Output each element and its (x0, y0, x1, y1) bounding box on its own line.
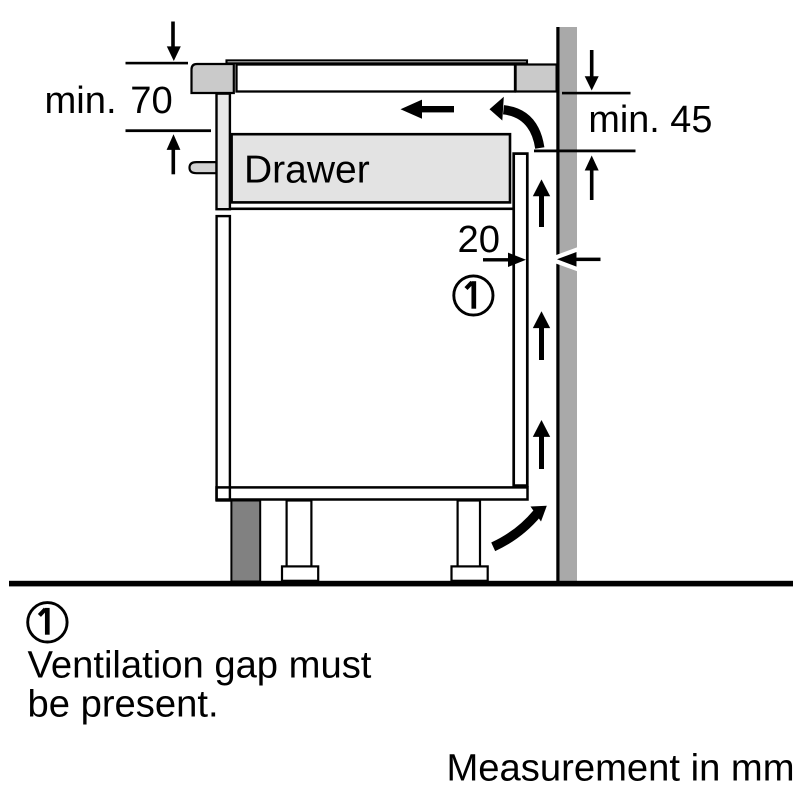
svg-text:Measurement in mm: Measurement in mm (447, 747, 795, 790)
svg-text:min. 70: min. 70 (45, 79, 173, 122)
svg-text:be present.: be present. (28, 683, 219, 726)
svg-text:20: 20 (458, 218, 500, 261)
svg-text:Ventilation gap must: Ventilation gap must (28, 644, 372, 687)
svg-text:Drawer: Drawer (244, 149, 370, 192)
svg-text:min. 45: min. 45 (588, 99, 712, 141)
